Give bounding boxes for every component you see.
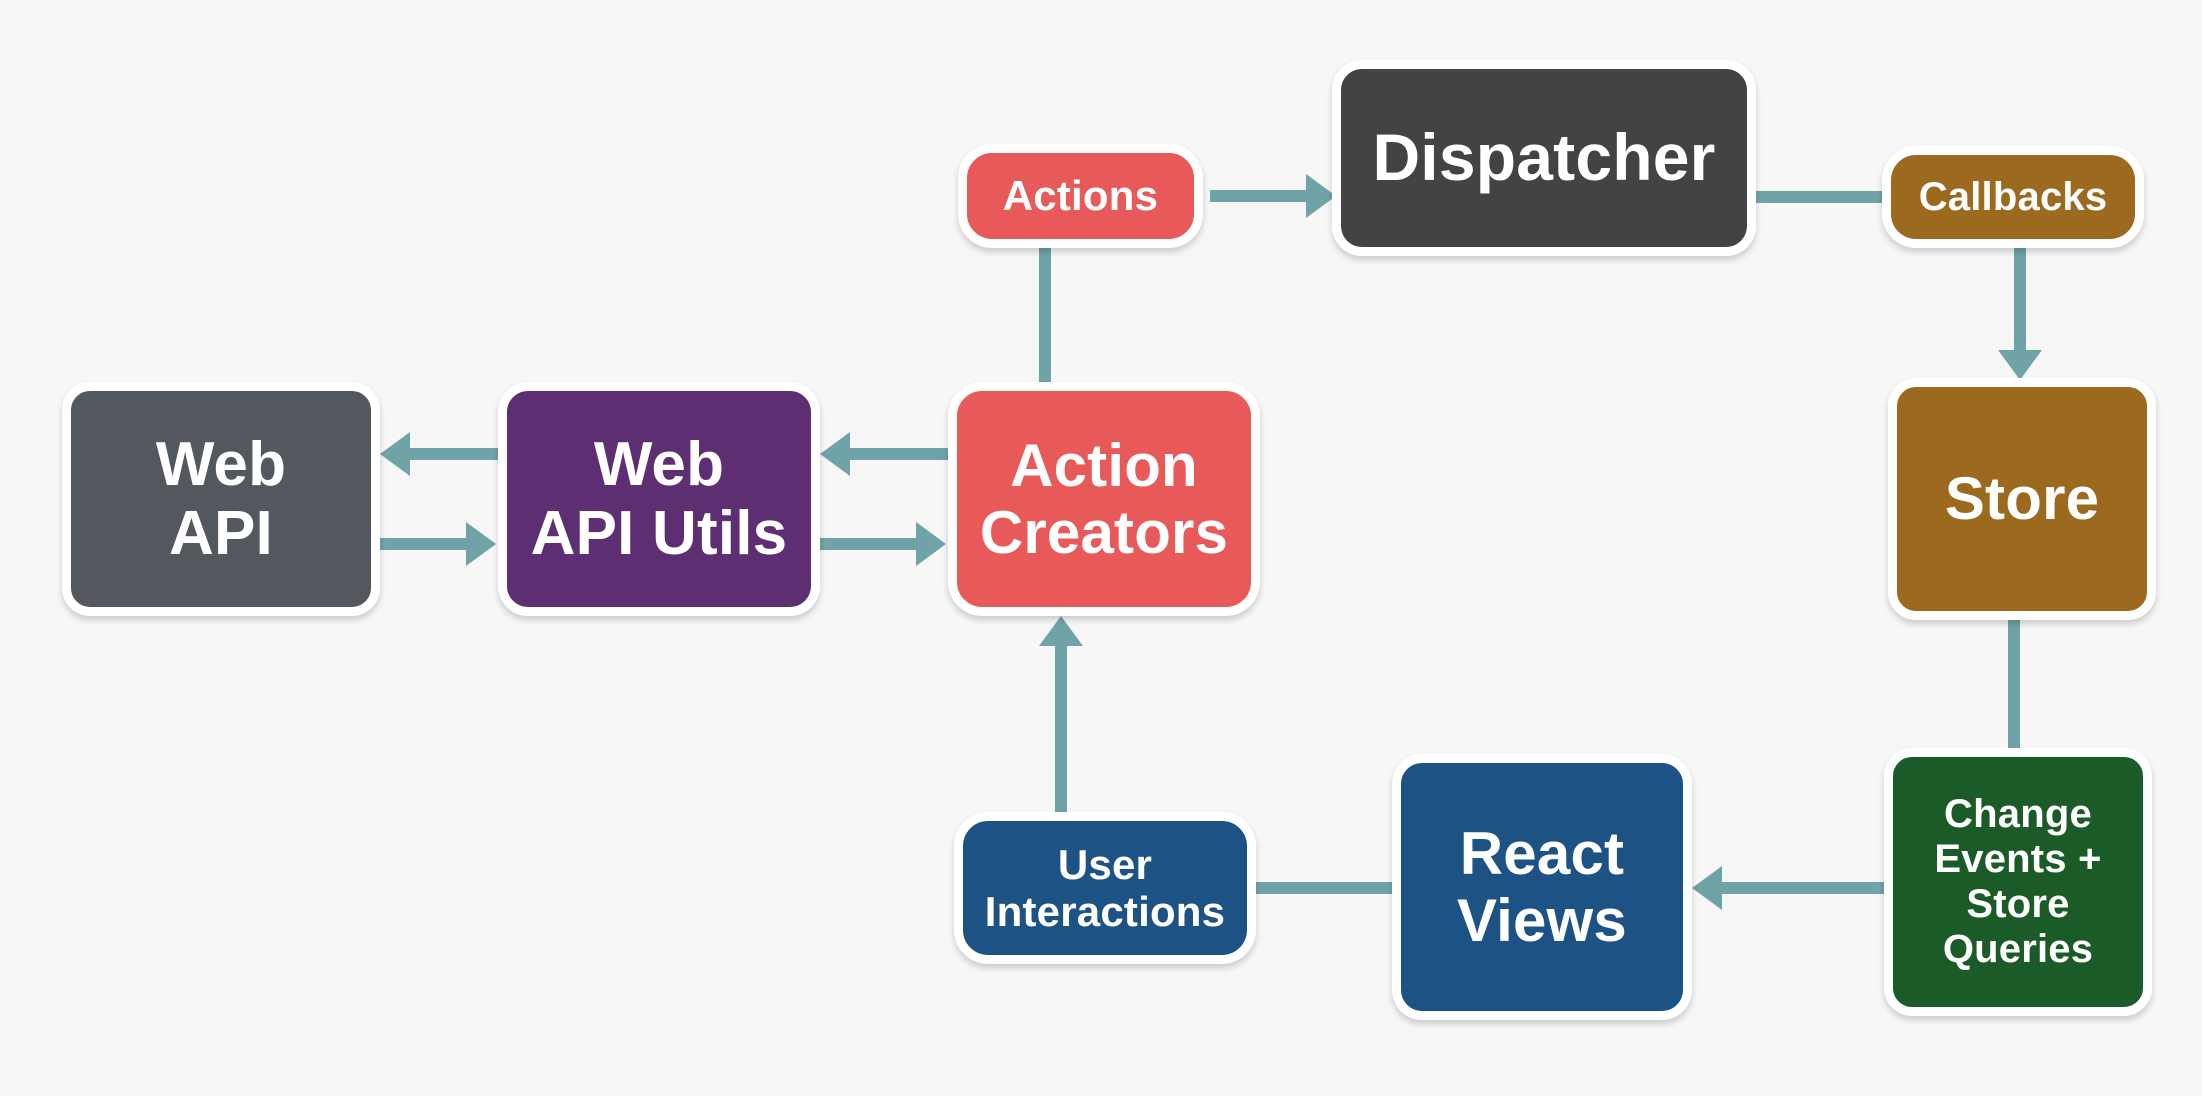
edge-shaft	[2014, 248, 2026, 352]
edge-dispatcher-to-callbacks	[1756, 191, 1886, 203]
edge-store-to-change-events	[2008, 620, 2020, 748]
arrowhead-down-icon	[1998, 350, 2042, 380]
edge-shaft	[1210, 190, 1308, 202]
edge-shaft	[1756, 191, 1886, 203]
edge-action-creators-to-actions	[1039, 248, 1051, 382]
edge-shaft	[380, 538, 468, 550]
edge-shaft	[2008, 620, 2020, 748]
arrowhead-up-icon	[1039, 616, 1083, 646]
node-change-events[interactable]: Change Events + Store Queries	[1884, 748, 2152, 1016]
node-web-api-utils[interactable]: Web API Utils	[498, 382, 820, 616]
node-store[interactable]: Store	[1888, 378, 2156, 620]
edge-user-interactions-to-action-creators	[1039, 616, 1083, 812]
edge-react-views-to-user-interactions	[1256, 882, 1392, 894]
edge-web-api-utils-to-web-api	[380, 432, 498, 476]
arrowhead-left-icon	[820, 432, 850, 476]
edge-shaft	[410, 448, 498, 460]
edge-shaft	[820, 538, 918, 550]
node-web-api[interactable]: Web API	[62, 382, 380, 616]
edge-change-events-to-react-views	[1692, 866, 1884, 910]
edge-shaft	[850, 448, 948, 460]
edge-shaft	[1039, 248, 1051, 382]
node-user-interactions[interactable]: User Interactions	[954, 812, 1256, 964]
node-actions[interactable]: Actions	[958, 144, 1203, 248]
edge-shaft	[1256, 882, 1392, 894]
arrowhead-left-icon	[380, 432, 410, 476]
arrowhead-right-icon	[916, 522, 946, 566]
node-react-views[interactable]: React Views	[1392, 754, 1692, 1020]
arrowhead-right-icon	[1306, 174, 1336, 218]
edge-callbacks-to-store	[1998, 248, 2042, 380]
edge-action-creators-to-web-api-utils	[820, 432, 948, 476]
node-action-creators[interactable]: Action Creators	[948, 382, 1260, 616]
edge-shaft	[1055, 644, 1067, 812]
arrowhead-left-icon	[1692, 866, 1722, 910]
edge-shaft	[1722, 882, 1884, 894]
edge-web-api-utils-to-action-creators	[820, 522, 948, 566]
node-dispatcher[interactable]: Dispatcher	[1332, 60, 1756, 256]
arrowhead-right-icon	[466, 522, 496, 566]
edge-actions-to-dispatcher	[1210, 174, 1338, 218]
node-callbacks[interactable]: Callbacks	[1882, 146, 2144, 248]
edge-web-api-to-web-api-utils	[380, 522, 498, 566]
